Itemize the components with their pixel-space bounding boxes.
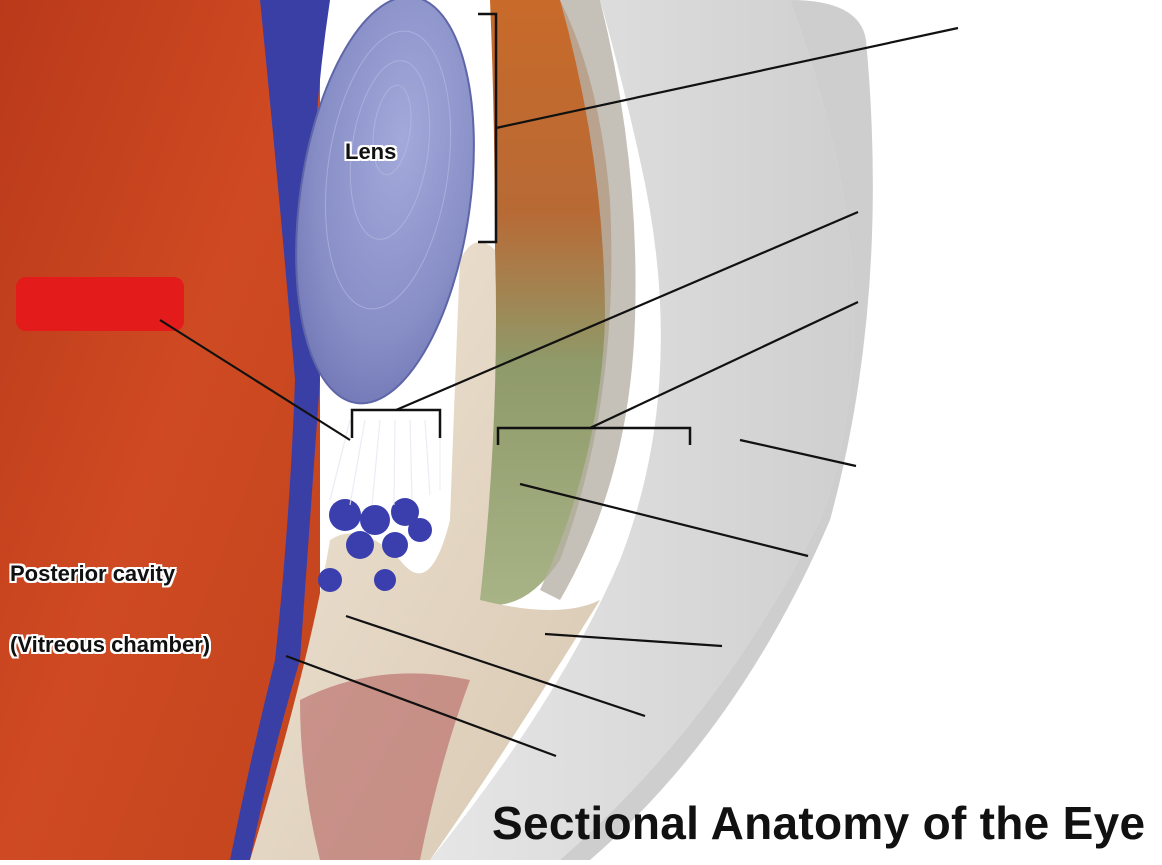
leader-ciliary-process	[345, 614, 646, 718]
corneal-stroma	[540, 0, 636, 600]
zonular-fibers	[329, 419, 441, 506]
leader-lines	[159, 26, 959, 758]
ciliary-muscle	[300, 673, 470, 860]
leader-suspensory	[395, 210, 859, 412]
lens-label: Lens	[345, 139, 397, 164]
cornea-band	[560, 0, 873, 860]
iris-strip	[470, 0, 612, 605]
lens-rings	[324, 30, 452, 310]
leader-redacted	[159, 319, 351, 441]
sclera	[430, 0, 854, 860]
redacted-label	[16, 277, 184, 331]
posterior-cavity-label-line1: Posterior cavity	[10, 560, 176, 586]
leader-cornea	[495, 26, 959, 130]
leader-retina	[285, 654, 557, 758]
figure-title: Sectional Anatomy of the Eye	[492, 797, 1146, 849]
posterior-cavity-label-line2: (Vitreous chamber)	[10, 631, 211, 657]
leader-ciliary	[519, 482, 809, 558]
leader-sclera	[739, 438, 857, 468]
leader-canal	[544, 632, 723, 648]
ciliary-processes	[318, 498, 432, 592]
lens	[295, 0, 475, 405]
leader-iris	[589, 301, 859, 429]
posterior-cavity-label: Posterior cavity (Vitreous chamber)	[10, 514, 210, 704]
